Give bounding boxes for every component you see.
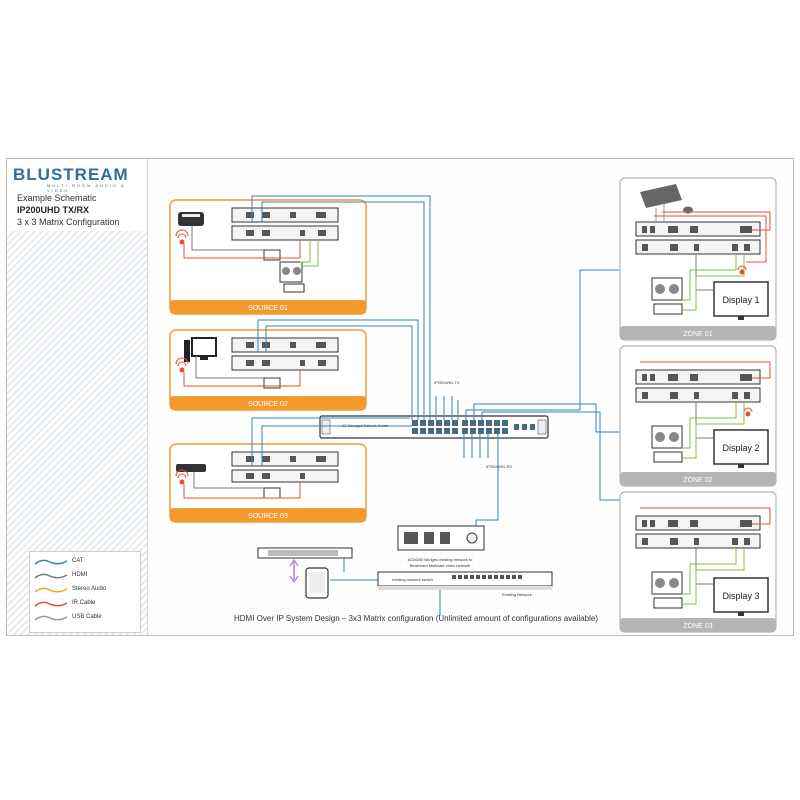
left-panel: BLUSTREAM MULTI-ROOM AUDIO & VIDEO Examp… — [7, 159, 148, 635]
zone-ir-icons — [737, 265, 753, 417]
legend-swatch-audio — [34, 587, 68, 593]
source-device-1 — [178, 212, 204, 226]
legend-row-cat: CAT — [34, 558, 134, 568]
display-label-1: Display 1 — [722, 295, 759, 305]
zone-cables — [640, 204, 771, 605]
source-device-3 — [176, 464, 206, 472]
brand-logo: BLUSTREAM — [13, 165, 129, 184]
tablet-icon — [305, 567, 329, 599]
control-rack-device — [257, 547, 353, 559]
zone-label-1: ZONE 01 — [683, 331, 712, 338]
display-label-3: Display 3 — [722, 591, 759, 601]
bridge-note-line-2: Blustream Multicast video network — [410, 563, 471, 568]
subtitle-line-3: 3 x 3 Matrix Configuration — [17, 217, 120, 227]
legend-swatch-usb — [34, 615, 68, 621]
zone-displays — [713, 281, 769, 613]
source-speaker-cones — [282, 267, 301, 275]
source-label-3: SOURCE 03 — [248, 513, 288, 520]
diagram-caption: HDMI Over IP System Design – 3x3 Matrix … — [234, 614, 599, 623]
acm200-bridge — [397, 525, 485, 551]
subtitle-line-1: Example Schematic — [17, 193, 97, 203]
source-device-2-pc — [184, 337, 217, 362]
rx-label: IP200UHD-RX — [486, 464, 512, 469]
legend-row-ir: IR Cable — [34, 600, 134, 610]
title-block: BLUSTREAM MULTI-ROOM AUDIO & VIDEO Examp… — [7, 159, 147, 231]
control-cat-links — [330, 558, 378, 581]
existing-network-label: Existing Network — [502, 592, 532, 597]
brand-tagline: MULTI-ROOM AUDIO & VIDEO — [47, 183, 126, 193]
zone-label-bars — [620, 326, 776, 632]
legend-row-audio: Stereo Audio — [34, 586, 134, 596]
rx-decoder-ports — [642, 226, 752, 545]
bridge-note-line-1: ACM200 Bridges existing network to — [408, 557, 473, 562]
keyboard-icon — [640, 184, 682, 208]
legend-label: IR Cable — [72, 600, 96, 606]
source-label-2: SOURCE 02 — [248, 401, 288, 408]
source-label-1: SOURCE 01 — [248, 305, 288, 312]
zone-label-2: ZONE 02 — [683, 477, 712, 484]
legend-label: CAT — [72, 558, 84, 564]
source-cables — [183, 226, 319, 499]
zone-speakers — [651, 277, 683, 609]
legend-row-usb: USB Cable — [34, 614, 134, 624]
legend-row-hdmi: HDMI — [34, 572, 134, 582]
display-stands — [738, 316, 744, 616]
source-adapters — [263, 249, 305, 499]
cable-legend: CAT HDMI Stereo Audio IR Cable USB Cable — [29, 551, 141, 633]
existing-switch-ports — [452, 575, 522, 579]
display-label-2: Display 2 — [722, 443, 759, 453]
bidirectional-arrow-icon — [289, 558, 299, 584]
legend-label: HDMI — [72, 572, 88, 578]
switch-ports — [412, 420, 535, 434]
legend-swatch-cat — [34, 559, 68, 565]
tx-label: IP200UHD-TX — [434, 380, 460, 385]
zone-speaker-cones — [655, 284, 679, 588]
legend-swatch-ir — [34, 601, 68, 607]
legend-swatch-hdmi — [34, 573, 68, 579]
zone-label-3: ZONE 03 — [683, 623, 712, 630]
legend-label: USB Cable — [72, 614, 102, 620]
legend-label: Stereo Audio — [72, 586, 107, 592]
subtitle-line-2: IP200UHD TX/RX — [17, 205, 90, 215]
source-ir-icons — [175, 229, 189, 485]
existing-switch-label: existing network switch — [392, 577, 433, 582]
